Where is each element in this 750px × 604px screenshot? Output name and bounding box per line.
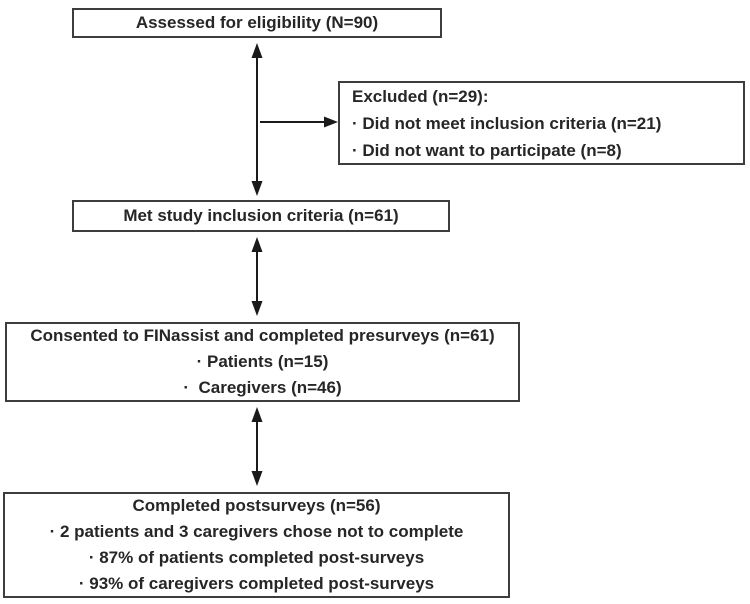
completed-postsurveys-box: Completed postsurveys (n=56) · 2 patient… [3,492,510,598]
postsurveys-item-caregivers-percent: · 93% of caregivers completed post-surve… [78,574,435,593]
met-inclusion-criteria-box: Met study inclusion criteria (n=61) [72,200,450,232]
excluded-item-inclusion-criteria: · Did not meet inclusion criteria (n=21) [352,113,662,133]
excluded-heading: Excluded (n=29): [352,86,489,106]
arrow-met-to-consented-icon [251,237,263,316]
assessed-eligibility-text: Assessed for eligibility (N=90) [135,13,379,32]
assessed-eligibility-box: Assessed for eligibility (N=90) [72,8,442,38]
arrow-consented-to-postsurveys-icon [251,407,263,486]
arrow-to-excluded-icon [260,116,338,128]
consented-item-caregivers: · Caregivers (n=46) [183,378,342,397]
met-inclusion-criteria-text: Met study inclusion criteria (n=61) [123,206,399,225]
consented-item-patients: · Patients (n=15) [196,352,329,371]
postsurveys-item-patients-percent: · 87% of patients completed post-surveys [88,548,425,567]
consented-presurveys-box: Consented to FINassist and completed pre… [5,322,520,402]
postsurveys-item-chose-not-to-complete: · 2 patients and 3 caregivers chose not … [49,522,464,541]
excluded-box: Excluded (n=29): · Did not meet inclusio… [338,81,745,165]
consented-heading: Consented to FINassist and completed pre… [30,326,495,345]
excluded-item-did-not-want: · Did not want to participate (n=8) [352,140,622,160]
postsurveys-heading: Completed postsurveys (n=56) [132,496,381,515]
arrow-assessed-to-met-icon [251,43,263,196]
